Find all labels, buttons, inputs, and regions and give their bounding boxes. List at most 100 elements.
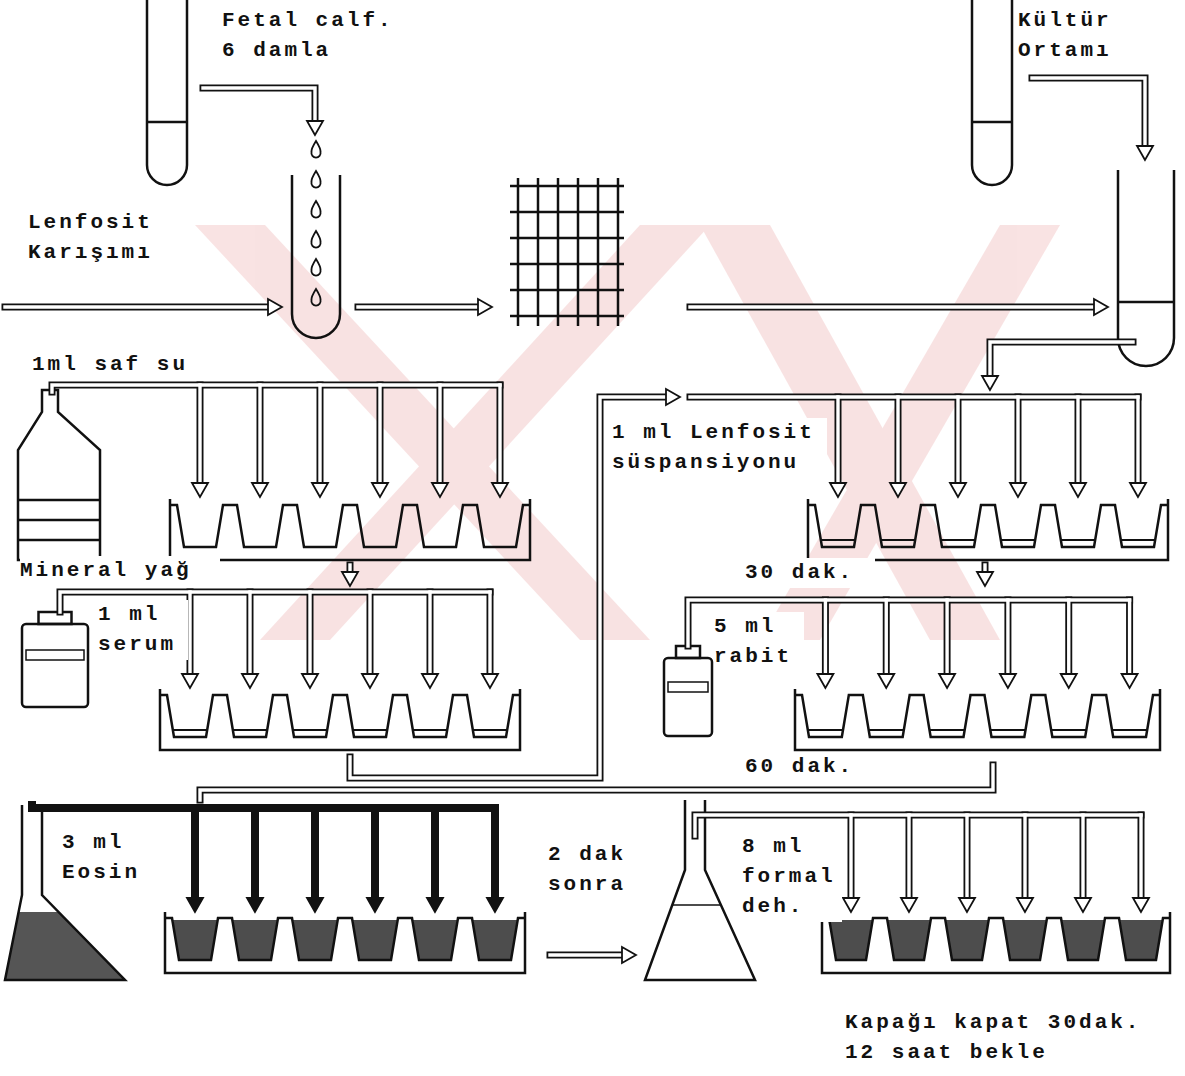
arrow-outline [203,88,315,121]
arrow-core [348,565,351,572]
arrow-core [188,592,191,674]
arrow-core [5,305,268,308]
well-liquid [1121,539,1155,541]
arrow-head [307,898,323,912]
arrow-outline [52,385,500,392]
well-stain [173,920,217,960]
arrow-head [817,674,833,688]
arrow-core [358,305,478,308]
arrow-head [422,674,438,688]
arrow-outline [1032,78,1145,146]
arrow-core [488,592,491,674]
arrow-core [885,600,888,674]
drawing [5,0,1174,980]
procedure-label: 5 ml rabit [714,612,804,672]
well-stain [1004,920,1046,960]
arrow-core [1076,397,1079,483]
arrow-outline [1080,815,1087,898]
well-liquid [413,729,447,731]
arrow-head [890,483,906,497]
arrow-core [990,342,1133,376]
well-stain [473,920,517,960]
well-liquid [930,729,965,731]
grid-line [510,315,624,318]
arrow-outline [1075,397,1082,483]
arrow-core [378,385,381,483]
procedure-label: 2 dak sonra [548,840,643,900]
arrow-head [302,674,318,688]
arrow-head [1000,674,1016,688]
well-plate [822,912,1170,973]
arrow-core [1023,815,1026,898]
arrow-head [312,483,328,497]
plate-wells [170,505,530,547]
arrow-outline [906,815,913,898]
well-plate [170,499,530,560]
arrow-outline [944,600,951,674]
well-stain [1062,920,1104,960]
arrow-core [550,953,622,956]
arrow-head [1130,483,1146,497]
arrow-outline [1135,397,1142,483]
arrow-head [482,674,498,688]
grid-line [510,289,624,292]
arrow-core [1139,815,1142,898]
arrow-head [492,483,508,497]
arrow-core [198,385,201,483]
grid-line [597,178,600,326]
arrow-outline [1126,600,1133,674]
grid-line [510,211,624,214]
arrow-outline [491,808,499,898]
arrow-head [878,674,894,688]
arrow-outline [371,808,379,898]
arrow-outline [1004,600,1011,674]
arrow-head [1061,674,1077,688]
arrow-core [1016,397,1019,483]
procedure-label: Lenfosit Karışımı [28,208,168,268]
well-stain [293,920,337,960]
test-tube [147,0,187,185]
well-plate [795,689,1160,750]
arrow-head [843,898,859,912]
eosin-liquid [5,912,125,980]
well-liquid [1001,539,1035,541]
arrow-head [252,483,268,497]
arrow-outline [427,592,434,674]
arrow-outline [1065,600,1072,674]
plate-wells [808,505,1168,547]
arrow-outline [690,394,1138,401]
arrow-outline [835,397,842,483]
arrow-outline [822,600,829,674]
arrow-core [308,592,311,674]
watermark [195,225,1060,640]
well-liquid [473,729,507,731]
arrow-head [187,898,203,912]
arrow-core [1067,600,1070,674]
arrow-outline [197,385,204,483]
grid-line [537,178,540,326]
well-liquid [233,729,267,731]
arrow-outline [437,385,444,483]
well-stain [888,920,930,960]
arrow-outline [550,952,622,959]
arrow-head [192,483,208,497]
arrow-outline [690,304,1094,311]
procedure-label: Kültür Ortamı [1018,6,1128,66]
well-stain [233,920,277,960]
arrow-core [896,397,899,483]
droplet [311,231,320,248]
arrow-head [478,299,492,315]
liquid-level [147,121,187,124]
arrow-outline [497,385,504,483]
arrow-outline [251,808,259,898]
arrow-head [372,483,388,497]
well-liquid [353,729,387,731]
arrow-head [1122,674,1138,688]
arrow-core [945,600,948,674]
well-liquid [941,539,975,541]
well-liquid [808,729,843,731]
procedure-label: Fetal calf. 6 damla [222,6,407,66]
arrow-core [690,305,1094,308]
